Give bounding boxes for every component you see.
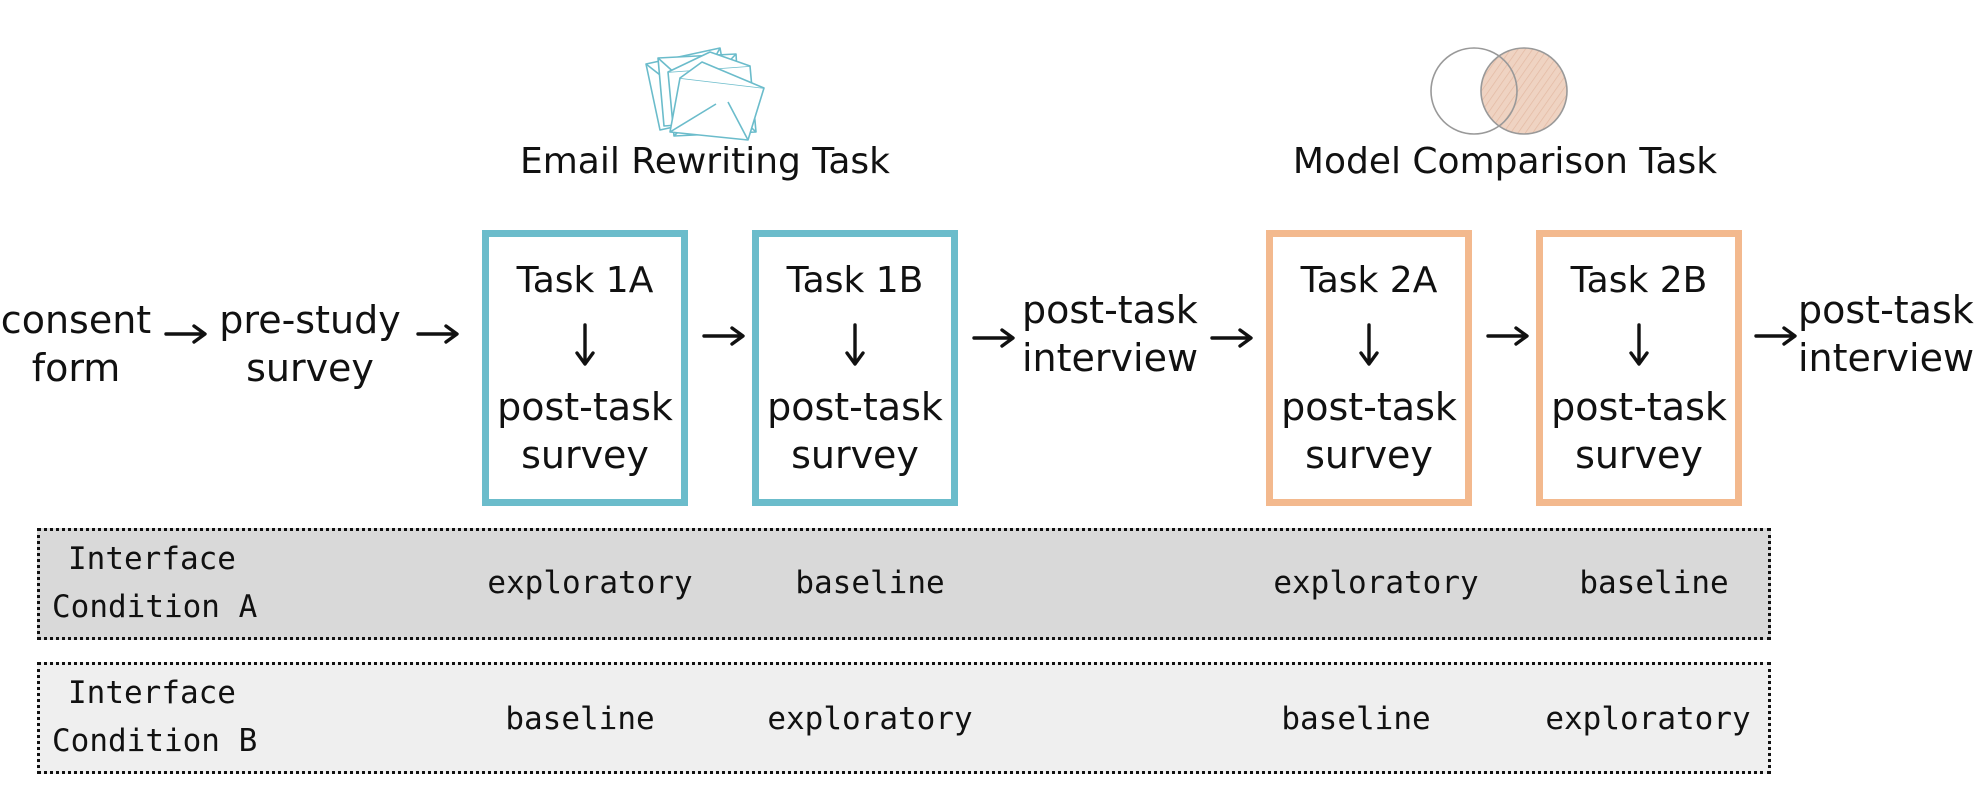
arrow-right-icon <box>702 326 745 346</box>
model-comparison-task-title: Model Comparison Task <box>1292 141 1718 182</box>
envelopes-icon <box>645 47 765 141</box>
condition-label-line-2: Condition A <box>52 589 258 625</box>
interview-1-line-2: interview <box>1022 336 1199 380</box>
task-title: Task 2B <box>1570 260 1708 301</box>
task-box-1a: Task 1A post-task survey <box>482 230 688 506</box>
pre-study-survey-step: pre-study survey <box>218 296 402 392</box>
condition-value: exploratory <box>1273 565 1479 601</box>
interview-2-line-1: post-task <box>1798 288 1974 332</box>
arrow-right-icon <box>972 328 1015 348</box>
interview-2-line-2: interview <box>1798 336 1975 380</box>
task-subtext: post-task survey <box>1273 383 1465 479</box>
email-rewriting-task-title: Email Rewriting Task <box>519 141 891 182</box>
venn-diagram-icon <box>1430 47 1568 135</box>
task-sub-line-1: post-task <box>497 385 673 429</box>
post-task-interview-step-2: post-task interview <box>1798 286 1978 382</box>
arrow-right-icon <box>416 324 459 344</box>
task-sub-line-1: post-task <box>767 385 943 429</box>
task-subtext: post-task survey <box>759 383 951 479</box>
arrow-right-icon <box>1754 326 1797 346</box>
condition-label-line-2: Condition B <box>52 723 258 759</box>
interview-1-line-1: post-task <box>1022 288 1198 332</box>
task-subtext: post-task survey <box>1543 383 1735 479</box>
arrow-down-icon <box>845 323 865 366</box>
consent-form-step: consent form <box>0 296 152 392</box>
task-box-2b: Task 2B post-task survey <box>1536 230 1742 506</box>
task-sub-line-2: survey <box>1575 433 1703 477</box>
task-title: Task 2A <box>1300 260 1438 301</box>
condition-value: baseline <box>505 701 655 737</box>
condition-row-a: Interface Condition A exploratory baseli… <box>37 528 1771 640</box>
arrow-right-icon <box>1486 326 1529 346</box>
task-sub-line-1: post-task <box>1281 385 1457 429</box>
condition-label-line-1: Interface <box>68 675 236 711</box>
condition-label: Interface Condition A <box>52 535 258 631</box>
task-title: Task 1B <box>786 260 924 301</box>
consent-line-1: consent <box>0 298 152 342</box>
condition-value: baseline <box>1579 565 1729 601</box>
task-sub-line-1: post-task <box>1551 385 1727 429</box>
condition-value: exploratory <box>1545 701 1751 737</box>
consent-line-2: form <box>31 346 121 390</box>
arrow-right-icon <box>1210 328 1253 348</box>
condition-value: exploratory <box>487 565 693 601</box>
condition-label-line-1: Interface <box>68 541 236 577</box>
arrow-right-icon <box>164 324 207 344</box>
arrow-down-icon <box>575 323 595 366</box>
task-box-1b: Task 1B post-task survey <box>752 230 958 506</box>
task-subtext: post-task survey <box>489 383 681 479</box>
pre-study-line-2: survey <box>246 346 374 390</box>
arrow-down-icon <box>1359 323 1379 366</box>
post-task-interview-step-1: post-task interview <box>1022 286 1202 382</box>
task-box-2a: Task 2A post-task survey <box>1266 230 1472 506</box>
arrow-down-icon <box>1629 323 1649 366</box>
condition-value: baseline <box>795 565 945 601</box>
condition-value: exploratory <box>767 701 973 737</box>
task-title: Task 1A <box>516 260 654 301</box>
task-sub-line-2: survey <box>791 433 919 477</box>
task-sub-line-2: survey <box>1305 433 1433 477</box>
task-sub-line-2: survey <box>521 433 649 477</box>
condition-row-b: Interface Condition B baseline explorato… <box>37 662 1771 774</box>
pre-study-line-1: pre-study <box>219 298 401 342</box>
condition-value: baseline <box>1281 701 1431 737</box>
condition-label: Interface Condition B <box>52 669 258 765</box>
